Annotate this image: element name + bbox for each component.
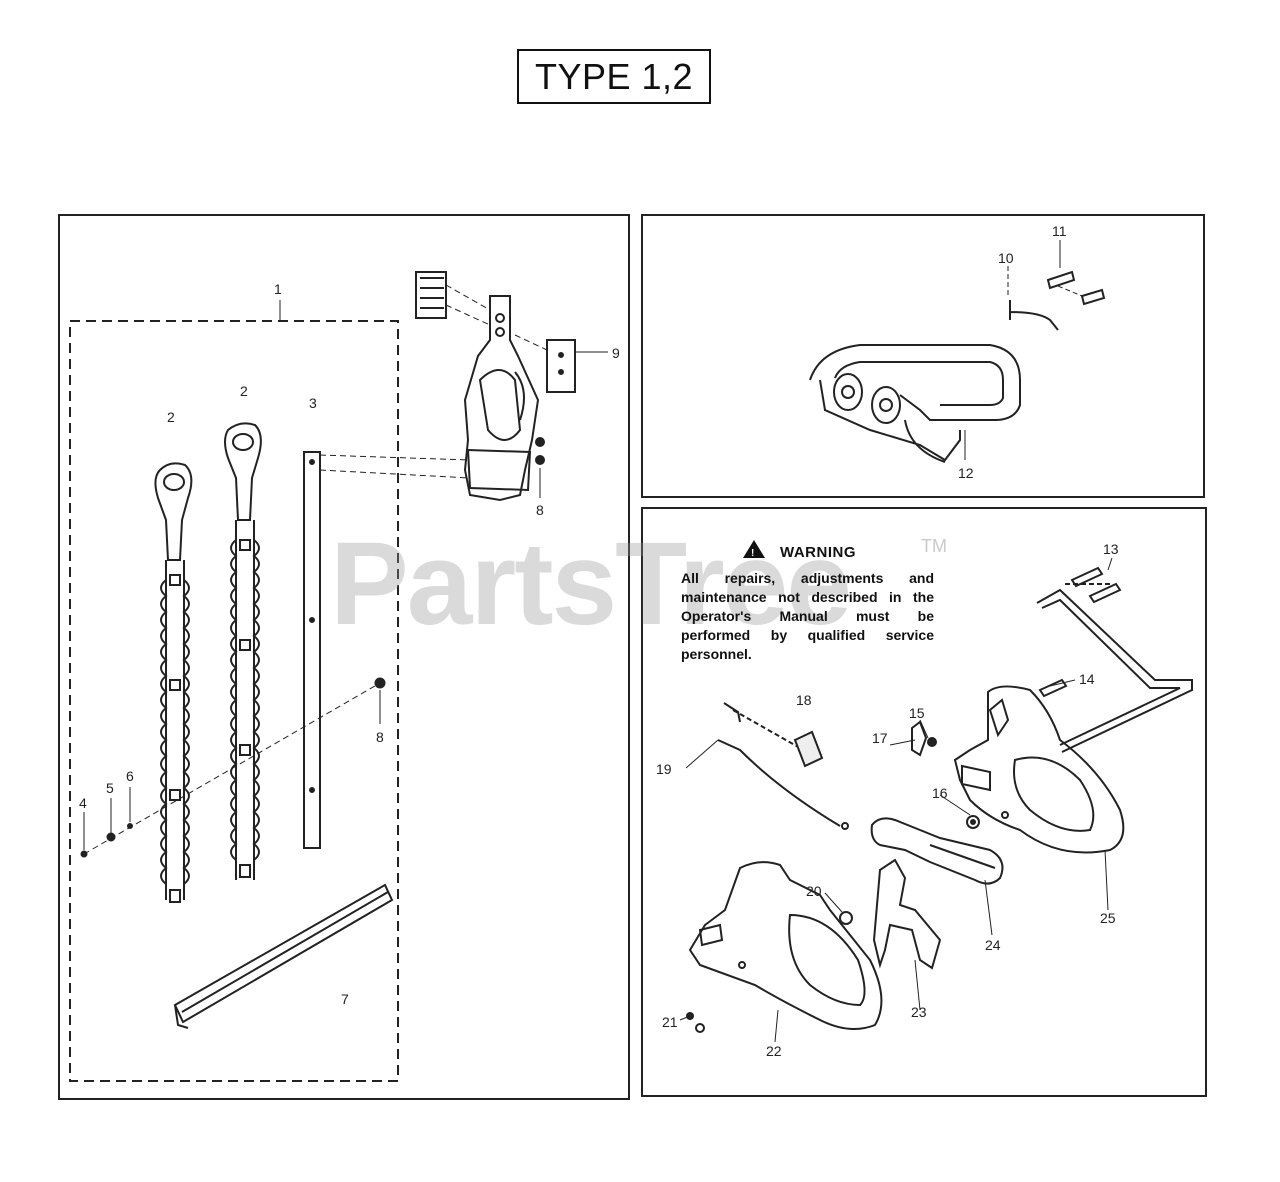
- guide-bar: [303, 451, 321, 849]
- callout-7: 7: [341, 991, 349, 1007]
- callout-13: 13: [1103, 541, 1119, 557]
- blade-fasteners: [80, 677, 386, 858]
- callout-3: 3: [309, 395, 317, 411]
- callout-8b: 8: [536, 502, 544, 518]
- svg-text:!: !: [751, 548, 754, 559]
- small-parts: [686, 720, 980, 1033]
- blade-cover: [173, 883, 394, 1029]
- lockout-lever: [872, 858, 942, 970]
- callout-21: 21: [662, 1014, 678, 1030]
- callout-17: 17: [872, 730, 888, 746]
- callout-18: 18: [796, 692, 812, 708]
- type-title: TYPE 1,2: [517, 49, 711, 104]
- rear-leader-lines: [679, 557, 1113, 1043]
- rear-handle-panel: [641, 507, 1207, 1097]
- right-housing-half: [953, 685, 1125, 854]
- callout-12: 12: [958, 465, 974, 481]
- callout-5: 5: [106, 780, 114, 796]
- stop-switch: [793, 730, 824, 768]
- callout-20: 20: [806, 883, 822, 899]
- callout-2b: 2: [240, 383, 248, 399]
- callout-11: 11: [1052, 223, 1067, 239]
- front-handle: [809, 270, 1106, 463]
- callout-25: 25: [1100, 910, 1116, 926]
- bracket-leader-lines: [319, 284, 608, 498]
- left-housing-half: [688, 861, 883, 1030]
- callout-22: 22: [766, 1043, 782, 1059]
- cutting-blade-right: [224, 422, 262, 880]
- front-handle-leaders: [964, 240, 1083, 460]
- rear-handle-screws: [1038, 566, 1122, 698]
- callout-1: 1: [274, 281, 282, 297]
- callout-23: 23: [911, 1004, 927, 1020]
- front-handle-panel: [641, 214, 1205, 498]
- throttle-trigger: [870, 817, 1004, 885]
- callout-6: 6: [126, 768, 134, 784]
- warning-title: WARNING: [780, 544, 856, 561]
- blade-assembly-panel: [58, 214, 630, 1100]
- gear-housing-bracket: [415, 271, 576, 502]
- callout-24: 24: [985, 937, 1001, 953]
- callout-8a: 8: [376, 729, 384, 745]
- warning-icon: [743, 540, 765, 558]
- callout-14: 14: [1079, 671, 1095, 687]
- callout-4: 4: [79, 795, 87, 811]
- callout-15: 15: [909, 705, 925, 721]
- partstree-watermark: PartsTree: [330, 518, 852, 650]
- callout-16: 16: [932, 785, 948, 801]
- trademark-mark: TM: [921, 536, 947, 556]
- warning-text: All repairs, adjustments and maintenance…: [681, 570, 934, 662]
- callout-9: 9: [612, 345, 620, 361]
- rear-handle-frame: [1036, 583, 1193, 753]
- cutting-blade-left: [154, 462, 193, 903]
- throttle-cable: [717, 702, 849, 830]
- callout-10: 10: [998, 250, 1014, 266]
- blade-kit-dashed-box: [69, 320, 399, 1082]
- callout-2a: 2: [167, 409, 175, 425]
- callout-19: 19: [656, 761, 672, 777]
